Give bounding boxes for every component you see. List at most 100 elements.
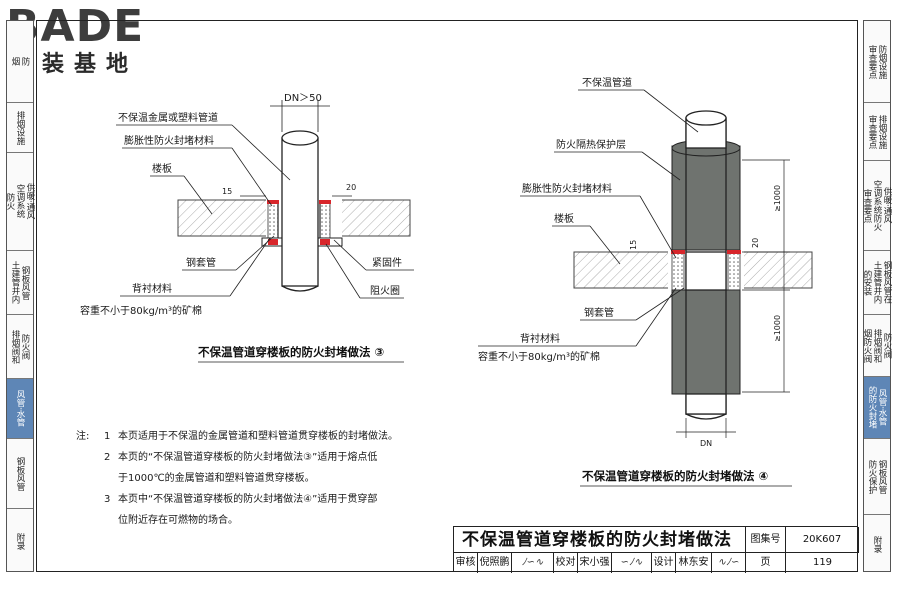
- left-tab-label: 钢板风管 土建管井内: [10, 261, 30, 304]
- right-tab-label: 钢板风管 防火保护: [867, 459, 887, 494]
- left-tab-label: 排烟设施: [15, 110, 25, 145]
- left-tab-label: 附录: [15, 532, 25, 550]
- reviewer-name: 倪照鹏: [478, 553, 512, 573]
- signature-row: 审核 倪照鹏 ﾉ∽∿ 校对 宋小强 ∽ﾉ∿ 设计 林东安 ∿ﾉ∽ 页 119: [454, 553, 859, 573]
- diagram-3: DN＞50 不保温金属或塑料管道 膨胀性防火封堵材料 楼板 15 20 钢套管 …: [80, 93, 414, 363]
- page-number: 119: [812, 557, 833, 568]
- note-3-cont: 位附近存在可燃物的场合。: [118, 515, 238, 526]
- dim-20-4: 20: [751, 238, 760, 248]
- left-tab-label: 防火阀 排烟阀和: [10, 329, 30, 364]
- page-label: 页: [746, 553, 786, 573]
- label-pipe-4: 不保温管道: [582, 76, 632, 89]
- label-pipe-3: 不保温金属或塑料管道: [118, 111, 218, 124]
- drawing-frame: [36, 20, 858, 572]
- right-tab-4[interactable]: 防火阀 排烟阀和 烟防火阀: [862, 315, 892, 377]
- left-tab-7[interactable]: 附录: [7, 509, 33, 573]
- right-tab-label: 供暖·通风 空调系统防火 审查要点: [862, 180, 892, 231]
- label-sleeve-4: 钢套管: [584, 306, 614, 319]
- checker-name: 宋小强: [578, 553, 612, 573]
- right-tab-7[interactable]: 附录: [864, 515, 890, 573]
- left-tab-label: 风管·水管: [15, 390, 25, 427]
- note-1: 注: 1 本页适用于不保温的金属管道和塑料管道贯穿楼板的封堵做法。: [76, 426, 456, 447]
- pipe-through-slab-4: [685, 251, 727, 291]
- right-tab-3[interactable]: 钢板风管在 土建管井内 的安装: [862, 251, 892, 315]
- right-tab-2[interactable]: 供暖·通风 空调系统防火 审查要点: [862, 161, 892, 251]
- leader-4: [635, 287, 685, 321]
- review-label: 审核: [454, 553, 478, 573]
- notes-head: 注:: [76, 431, 90, 442]
- dim-15-3: 15: [222, 187, 232, 196]
- right-tab-label: 防烟设施 审查要点: [867, 44, 887, 79]
- leader-4: [635, 287, 677, 347]
- dn-dimension-4: DN: [700, 439, 712, 448]
- label-fire-layer-4: 防火隔热保护层: [556, 138, 626, 151]
- right-tab-1[interactable]: 排烟设施 审查要点: [864, 103, 890, 161]
- note-number: 1: [104, 431, 111, 442]
- right-tab-label: 防火阀 排烟阀和 烟防火阀: [862, 328, 892, 363]
- leader-3: [229, 237, 271, 297]
- reviewer-signature: ﾉ∽∿: [512, 553, 554, 573]
- label-floor-4: 楼板: [554, 212, 574, 225]
- left-tab-label: 供暖·通风 空调系统 防火: [5, 183, 35, 220]
- leader-3: [325, 243, 361, 299]
- right-tab-6[interactable]: 钢板风管 防火保护: [864, 439, 890, 515]
- designer-signature: ∿ﾉ∽: [712, 553, 746, 573]
- sealant-left-4: [671, 251, 685, 291]
- fire-ring-red-left-3: [268, 239, 278, 245]
- label-backing-4: 背衬材料: [520, 332, 560, 345]
- label-fire-ring-3: 阻火圈: [370, 285, 400, 297]
- sealant-right-4: [727, 251, 741, 291]
- left-tab-6[interactable]: 钢板风管: [7, 439, 33, 509]
- pipe-top-3: [281, 130, 319, 146]
- note-number: 3: [104, 494, 111, 505]
- leader-4: [641, 151, 681, 181]
- left-tab-1[interactable]: 排烟设施: [7, 103, 33, 153]
- fire-ring-red-right-3: [320, 239, 330, 245]
- left-tab-0[interactable]: 防 烟: [7, 21, 33, 103]
- seal-top-left-4: [671, 250, 685, 254]
- left-tab-4[interactable]: 防火阀 排烟阀和: [7, 315, 33, 379]
- left-section-tabs: 防 烟 排烟设施 供暖·通风 空调系统 防火 钢板风管 土建管井内 防火阀 排烟…: [5, 20, 35, 573]
- seal-top-right-4: [727, 250, 741, 254]
- right-section-tabs: 防烟设施 审查要点 排烟设施 审查要点 供暖·通风 空调系统防火 审查要点 钢板…: [862, 20, 892, 573]
- left-tab-label: 钢板风管: [15, 456, 25, 491]
- label-backing-3: 背衬材料: [132, 282, 172, 295]
- right-tab-label: 附录: [872, 535, 882, 553]
- note-number: 2: [104, 452, 111, 463]
- leader-4: [639, 195, 677, 259]
- designer-name: 林东安: [676, 553, 712, 573]
- design-label: 设计: [652, 553, 676, 573]
- label-sealant-3: 膨胀性防火封堵材料: [124, 134, 214, 147]
- left-tab-3[interactable]: 钢板风管 土建管井内: [7, 251, 33, 315]
- right-tab-5-active[interactable]: 风管·水管 的防火封堵: [864, 377, 890, 439]
- note-text: 本页适用于不保温的金属管道和塑料管道贯穿楼板的封堵做法。: [118, 431, 398, 442]
- pipe-bottom-3: [281, 285, 319, 292]
- pipe-top-4: [685, 110, 727, 126]
- dn-dimension-3: DN＞50: [284, 93, 322, 104]
- pipe-3: [281, 137, 319, 287]
- dim-up-4: ≥1000: [773, 185, 782, 212]
- label-wool-3: 容重不小于80kg/m³的矿棉: [80, 304, 202, 317]
- label-wool-4: 容重不小于80kg/m³的矿棉: [478, 350, 600, 363]
- caption-3: 不保温管道穿楼板的防火封堵做法 ③: [198, 345, 384, 359]
- drawing-title: 不保温管道穿楼板的防火封堵做法: [454, 527, 746, 553]
- leader-4: [643, 89, 699, 133]
- leader-3: [183, 175, 213, 215]
- left-tab-2[interactable]: 供暖·通风 空调系统 防火: [5, 153, 35, 251]
- dim-15-4: 15: [629, 240, 638, 250]
- title-block: 不保温管道穿楼板的防火封堵做法 图集号 20K607 审核 倪照鹏 ﾉ∽∿ 校对…: [453, 526, 859, 573]
- leader-3: [333, 239, 367, 271]
- leader-4: [589, 225, 621, 265]
- left-tab-5-active[interactable]: 风管·水管: [7, 379, 33, 439]
- seal-top-left-3: [267, 200, 279, 204]
- label-sealant-4: 膨胀性防火封堵材料: [522, 182, 612, 195]
- left-tab-label: 防 烟: [10, 57, 30, 66]
- label-fastener-3: 紧固件: [372, 257, 402, 269]
- dim-down-4: ≥1000: [773, 315, 782, 342]
- checker-signature: ∽ﾉ∿: [612, 553, 652, 573]
- right-tab-0[interactable]: 防烟设施 审查要点: [864, 21, 890, 103]
